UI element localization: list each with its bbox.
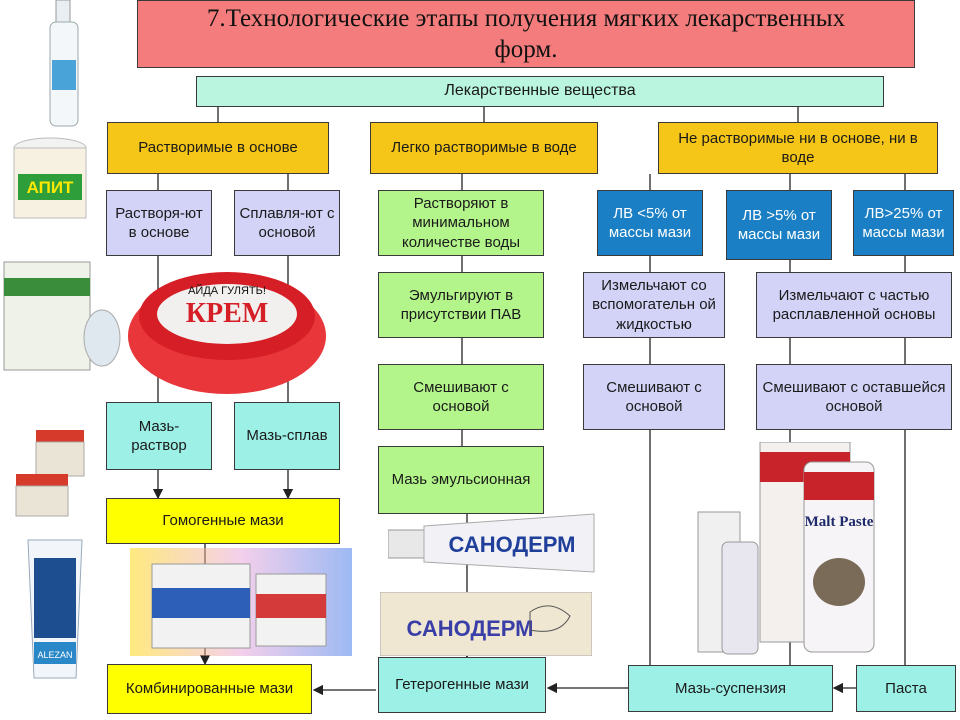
node-soluble-water: Легко растворимые в воде — [370, 122, 598, 174]
node-lv-gt25: ЛВ>25% от массы мази — [853, 190, 954, 256]
sanoderm-tube-label: САНОДЕРМ — [449, 532, 576, 557]
sanoderm-box-image: САНОДЕРМ — [379, 591, 593, 657]
node-homogeneous: Гомогенные мази — [106, 498, 340, 544]
node-mix-remaining: Смешивают с оставшейся основой — [756, 364, 952, 430]
node-soluble-base: Растворимые в основе — [107, 122, 329, 174]
apit-jar-image: АПИТ — [8, 134, 93, 224]
node-dissolve-min-water: Растворяют в минимальном количестве воды — [378, 190, 544, 256]
node-combined: Комбинированные мази — [107, 664, 312, 714]
node-ointment-alloy: Мазь-сплав — [234, 402, 340, 470]
diagram-title: 7.Технологические этапы получения мягких… — [137, 0, 915, 68]
sanoderm-box-label: САНОДЕРМ — [407, 616, 534, 641]
node-lv-gt5: ЛВ >5% от массы мази — [726, 190, 832, 260]
node-mix-base-1: Смешивают с основой — [378, 364, 544, 430]
apit-label: АПИТ — [27, 178, 74, 197]
node-suspension: Мазь-суспензия — [628, 665, 833, 712]
node-lv-lt5: ЛВ <5% от массы мази — [597, 190, 703, 256]
krem-top-label: АЙДА ГУЛЯТЬ! — [188, 284, 266, 297]
node-grind-aux: Измельчают со вспомогательн ой жидкостью — [583, 272, 725, 338]
momclavit-jars-image — [130, 548, 352, 656]
node-paste: Паста — [856, 665, 956, 712]
node-insoluble: Не растворимые ни в основе, ни в воде — [658, 122, 938, 174]
node-root: Лекарственные вещества — [196, 76, 884, 107]
spray-bottle-image — [44, 0, 88, 128]
alezan-label: ALEZAN — [37, 650, 72, 660]
node-mix-base-2: Смешивают с основой — [583, 364, 725, 430]
krem-label: КРЕМ — [186, 298, 269, 329]
node-ointment-solution: Мазь-раствор — [106, 402, 212, 470]
krem-tin-image: АЙДА ГУЛЯТЬ!КРЕМ — [126, 256, 328, 396]
node-fuse-with-base: Сплавля-ют с основой — [234, 190, 340, 256]
node-emulsify-pav: Эмульгируют в присутствии ПАВ — [378, 272, 544, 338]
node-dissolve-in-base: Растворя-ют в основе — [106, 190, 212, 256]
node-ointment-emulsion: Мазь эмульсионная — [378, 446, 544, 514]
anandin-box-image — [2, 258, 122, 373]
node-heterogeneous: Гетерогенные мази — [378, 657, 546, 713]
malt-paste-label: Malt Paste — [805, 514, 874, 530]
node-grind-melted: Измельчают с частью расплавленной основы — [756, 272, 952, 338]
doktor-jars-image — [12, 428, 92, 518]
alezan-tube-image: ALEZAN — [20, 538, 90, 688]
sanoderm-tube-image: САНОДЕРМ — [387, 512, 596, 574]
malt-paste-image: Malt Paste — [694, 441, 952, 660]
